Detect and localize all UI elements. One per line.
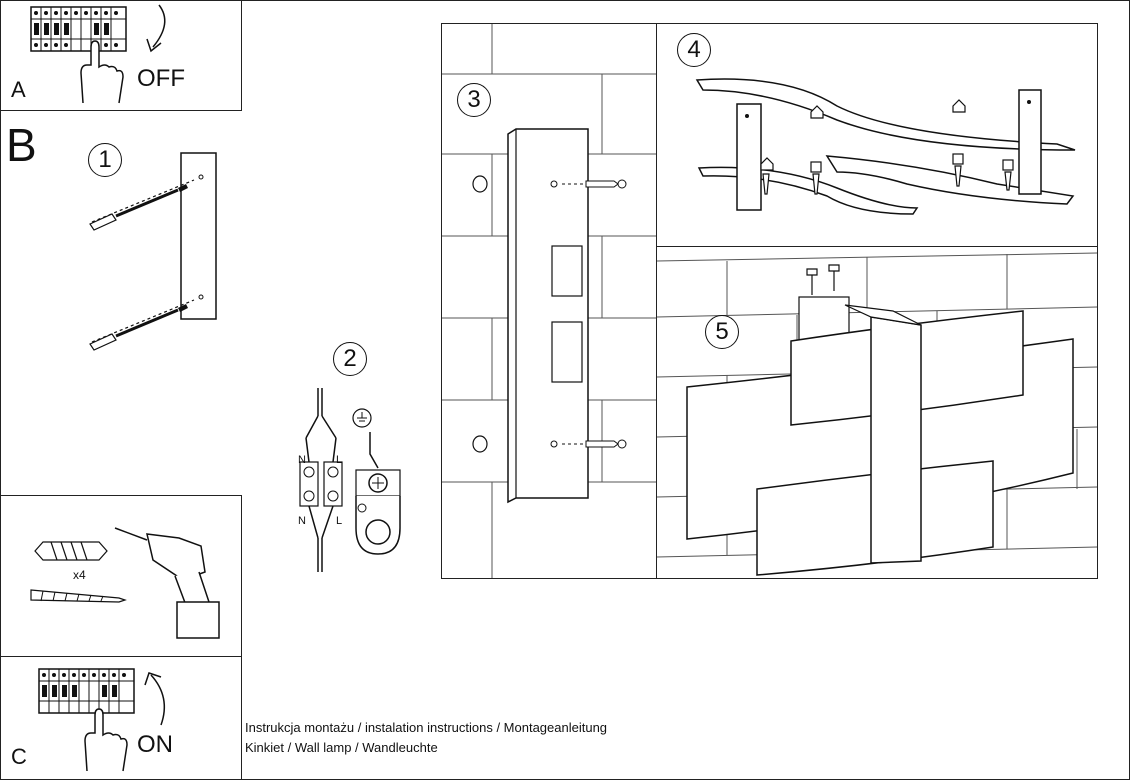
panel-step-3: 3 bbox=[441, 23, 657, 579]
panel-tools: x4 bbox=[0, 495, 242, 657]
power-off-label: OFF bbox=[137, 65, 185, 92]
caption-instructions: Instrukcja montażu / instalation instruc… bbox=[245, 720, 608, 735]
breaker-box-icon bbox=[30, 6, 127, 52]
panel-c-power-on: C ON bbox=[0, 656, 242, 780]
hand-icon bbox=[84, 708, 128, 772]
section-letter-a: A bbox=[11, 77, 26, 102]
backplate-drawing bbox=[472, 128, 627, 504]
caption-product: Kinkiet / Wall lamp / Wandleuchte bbox=[245, 740, 438, 755]
drill-icon bbox=[114, 527, 220, 639]
wire-label-l-top: L bbox=[336, 454, 343, 466]
panel-a-power-off: A OFF bbox=[0, 0, 242, 111]
step-1-marker: 1 bbox=[88, 143, 122, 177]
step-3-marker: 3 bbox=[457, 83, 491, 117]
ground-terminal-drawing bbox=[352, 408, 401, 555]
wire-label-l-bottom: L bbox=[336, 515, 343, 527]
quantity-label: x4 bbox=[73, 568, 86, 582]
panel-step-4: 4 bbox=[656, 23, 1098, 247]
step-4-marker: 4 bbox=[677, 33, 711, 67]
wire-label-n-top: N bbox=[298, 454, 306, 466]
wall-plug-icon bbox=[34, 541, 108, 561]
mounting-bracket-drawing bbox=[180, 152, 217, 320]
arrow-up-icon bbox=[144, 672, 166, 726]
shade-assembly-drawing bbox=[695, 78, 1076, 215]
step-5-marker: 5 bbox=[705, 315, 739, 349]
lamp-assembled-drawing bbox=[686, 264, 1074, 576]
step-2-marker: 2 bbox=[333, 342, 367, 376]
section-letter-c: C bbox=[11, 744, 27, 769]
power-on-label: ON bbox=[137, 731, 173, 758]
breaker-box-icon bbox=[38, 668, 135, 714]
section-letter-b: B bbox=[6, 119, 37, 171]
wire-label-n-bottom: N bbox=[298, 515, 306, 527]
screw-icon bbox=[30, 589, 127, 603]
screw-anchor-bottom-icon bbox=[89, 299, 195, 351]
screw-anchor-top-icon bbox=[89, 179, 195, 231]
hand-icon bbox=[80, 40, 124, 104]
panel-step-5: 5 bbox=[656, 246, 1098, 579]
terminal-block-drawing bbox=[299, 388, 343, 572]
arrow-down-icon bbox=[146, 4, 166, 53]
